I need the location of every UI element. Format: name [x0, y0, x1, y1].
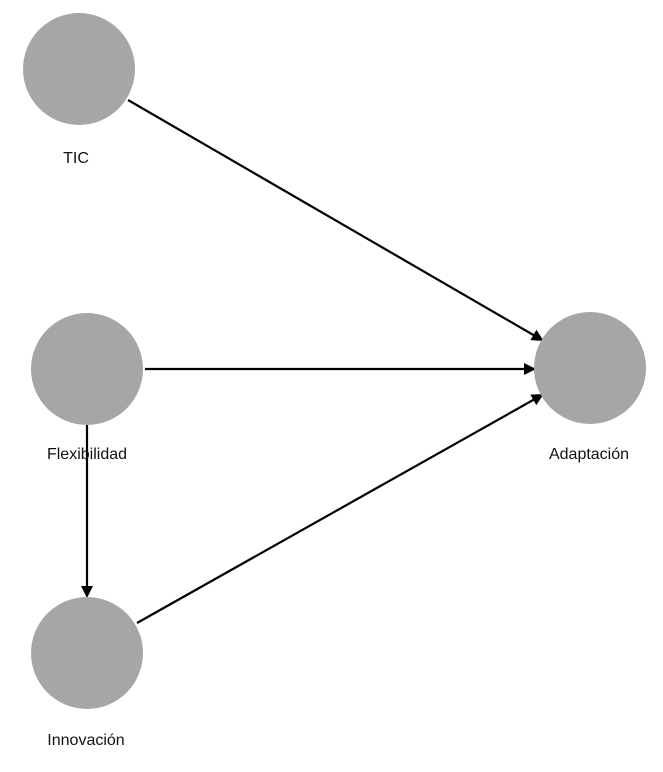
node-innovacion-circle	[31, 597, 143, 709]
node-innovacion: Innovación	[31, 597, 143, 749]
edge-tic-to-adaptacion	[127, 99, 544, 342]
node-adaptacion: Adaptación	[534, 312, 646, 463]
node-tic-label: TIC	[63, 150, 89, 167]
node-adaptacion-label: Adaptación	[549, 446, 629, 463]
node-flexibilidad-label: Flexibilidad	[47, 446, 127, 463]
node-tic-circle	[23, 13, 135, 125]
edge-innovacion-to-adaptacion	[136, 394, 544, 624]
node-adaptacion-circle	[534, 312, 646, 424]
node-flexibilidad-circle	[31, 313, 143, 425]
node-flexibilidad: Flexibilidad	[31, 313, 143, 463]
node-tic: TIC	[23, 13, 135, 167]
node-innovacion-label: Innovación	[47, 732, 124, 749]
